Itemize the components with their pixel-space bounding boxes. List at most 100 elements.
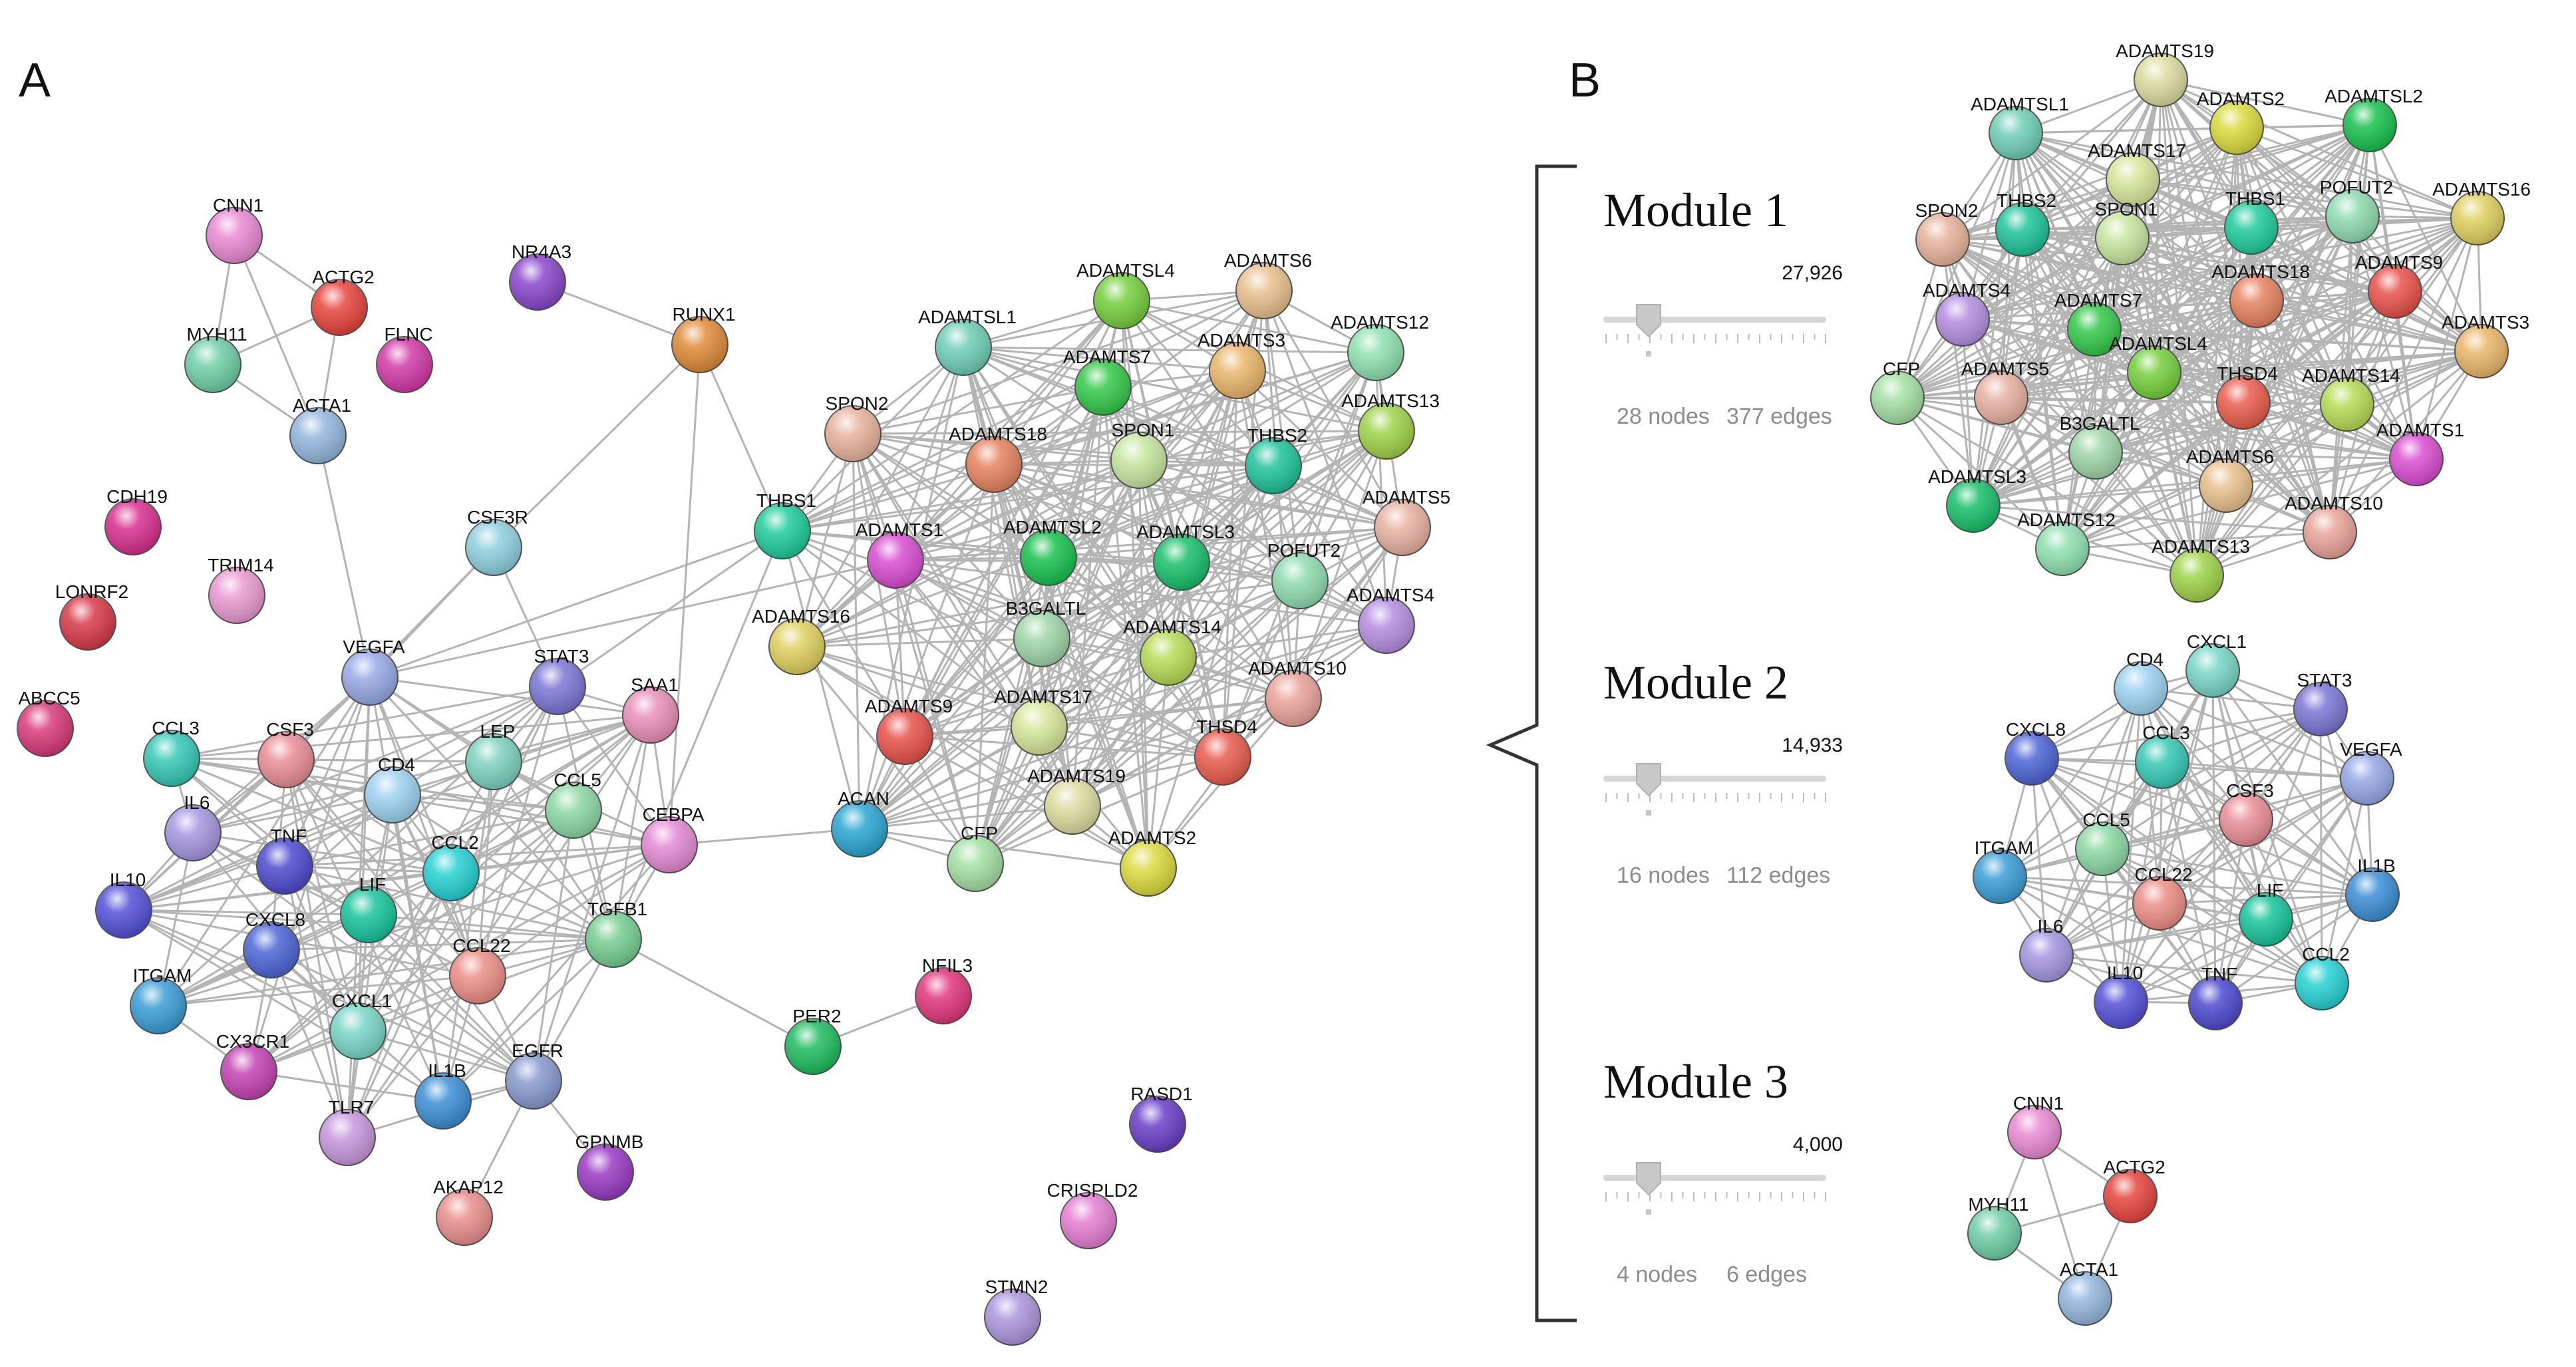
protein-node-adamts14[interactable]: ADAMTS14 <box>2302 365 2400 432</box>
protein-node-cd4[interactable]: CD4 <box>2114 649 2168 716</box>
protein-node-csf3r[interactable]: CSF3R <box>465 507 528 576</box>
protein-node-adamts17[interactable]: ADAMTS17 <box>994 686 1092 756</box>
protein-node-ccl2[interactable]: CCL2 <box>2295 944 2350 1010</box>
protein-node-adamts5[interactable]: ADAMTS5 <box>1961 359 2049 425</box>
protein-node-cxcl8[interactable]: CXCL8 <box>2005 719 2066 786</box>
protein-node-adamtsl3[interactable]: ADAMTSL3 <box>1136 522 1235 591</box>
protein-node-gpnmb[interactable]: GPNMB <box>575 1132 644 1201</box>
protein-node-myh11[interactable]: MYH11 <box>1967 1194 2029 1261</box>
protein-node-ccl22[interactable]: CCL22 <box>2132 864 2193 931</box>
protein-node-cdh19[interactable]: CDH19 <box>104 486 168 555</box>
protein-node-adamtsl1[interactable]: ADAMTSL1 <box>918 307 1017 376</box>
protein-node-il6[interactable]: IL6 <box>164 792 222 861</box>
protein-node-ccl3[interactable]: CCL3 <box>143 718 200 787</box>
protein-node-adamts17[interactable]: ADAMTS17 <box>2088 140 2186 207</box>
protein-node-pofut2[interactable]: POFUT2 <box>1267 540 1341 609</box>
protein-node-lep[interactable]: LEP <box>465 721 522 790</box>
protein-node-il10[interactable]: IL10 <box>95 869 152 939</box>
protein-node-flnc[interactable]: FLNC <box>376 324 433 393</box>
protein-node-stat3[interactable]: STAT3 <box>529 646 589 715</box>
protein-node-ccl22[interactable]: CCL22 <box>449 935 511 1004</box>
protein-node-il6[interactable]: IL6 <box>2019 916 2074 983</box>
protein-node-cxcl1[interactable]: CXCL1 <box>2185 631 2247 698</box>
protein-node-spon1[interactable]: SPON1 <box>2095 199 2158 265</box>
protein-node-adamts7[interactable]: ADAMTS7 <box>1063 347 1151 416</box>
protein-node-egfr[interactable]: EGFR <box>505 1040 564 1110</box>
protein-node-adamts6[interactable]: ADAMTS6 <box>1224 250 1312 319</box>
protein-node-adamts12[interactable]: ADAMTS12 <box>2017 510 2116 576</box>
protein-node-ccl2[interactable]: CCL2 <box>422 832 480 901</box>
protein-node-cd4[interactable]: CD4 <box>364 754 421 824</box>
protein-node-adamts18[interactable]: ADAMTS18 <box>949 424 1047 493</box>
protein-node-vegfa[interactable]: VEGFA <box>341 637 405 706</box>
protein-node-cnn1[interactable]: CNN1 <box>206 195 263 264</box>
protein-node-lif[interactable]: LIF <box>340 874 397 943</box>
protein-node-adamtsl4[interactable]: ADAMTSL4 <box>1076 260 1175 329</box>
protein-node-thbs2[interactable]: THBS2 <box>1995 190 2056 257</box>
protein-node-tnf[interactable]: TNF <box>256 826 313 895</box>
protein-node-adamtsl4[interactable]: ADAMTSL4 <box>2109 333 2207 400</box>
protein-node-pofut2[interactable]: POFUT2 <box>2320 177 2393 243</box>
protein-node-adamts16[interactable]: ADAMTS16 <box>752 606 850 675</box>
protein-node-itgam[interactable]: ITGAM <box>130 965 192 1034</box>
protein-node-adamts2[interactable]: ADAMTS2 <box>2197 88 2285 155</box>
protein-node-spon2[interactable]: SPON2 <box>1915 200 1979 267</box>
protein-node-nfil3[interactable]: NFIL3 <box>915 955 973 1024</box>
protein-node-saa1[interactable]: SAA1 <box>622 675 679 744</box>
protein-node-cfp[interactable]: CFP <box>947 823 1004 892</box>
protein-node-il1b[interactable]: IL1B <box>2345 855 2400 922</box>
protein-node-lif[interactable]: LIF <box>2239 880 2293 947</box>
protein-node-adamtsl2[interactable]: ADAMTSL2 <box>2325 86 2423 152</box>
protein-node-acta1[interactable]: ACTA1 <box>2058 1259 2118 1326</box>
protein-node-adamts14[interactable]: ADAMTS14 <box>1123 617 1221 686</box>
protein-node-adamts19[interactable]: ADAMTS19 <box>2116 41 2214 107</box>
protein-node-adamts13[interactable]: ADAMTS13 <box>2152 536 2250 603</box>
protein-node-spon1[interactable]: SPON1 <box>1110 420 1174 489</box>
protein-node-adamts19[interactable]: ADAMTS19 <box>1027 766 1126 835</box>
protein-node-adamts4[interactable]: ADAMTS4 <box>1347 585 1434 654</box>
protein-node-adamts6[interactable]: ADAMTS6 <box>2186 446 2274 513</box>
protein-node-adamts1[interactable]: ADAMTS1 <box>856 520 943 589</box>
protein-node-adamts3[interactable]: ADAMTS3 <box>1198 330 1285 399</box>
protein-node-ccl3[interactable]: CCL3 <box>2135 722 2190 789</box>
protein-node-trim14[interactable]: TRIM14 <box>208 555 274 624</box>
module-threshold-slider[interactable] <box>1603 304 1826 357</box>
protein-node-adamts10[interactable]: ADAMTS10 <box>2285 493 2383 559</box>
protein-node-adamts10[interactable]: ADAMTS10 <box>1248 658 1347 727</box>
protein-node-acta1[interactable]: ACTA1 <box>289 395 351 464</box>
module-threshold-slider[interactable] <box>1603 1162 1826 1215</box>
protein-node-cxcl1[interactable]: CXCL1 <box>329 990 392 1060</box>
protein-node-adamts12[interactable]: ADAMTS12 <box>1331 312 1429 381</box>
protein-node-adamts3[interactable]: ADAMTS3 <box>2442 312 2529 379</box>
protein-node-adamts9[interactable]: ADAMTS9 <box>865 696 953 765</box>
protein-node-adamts4[interactable]: ADAMTS4 <box>1923 280 2011 347</box>
protein-node-akap12[interactable]: AKAP12 <box>433 1177 504 1246</box>
protein-node-stat3[interactable]: STAT3 <box>2293 670 2352 736</box>
protein-node-cebpa[interactable]: CEBPA <box>641 804 705 873</box>
protein-node-acan[interactable]: ACAN <box>831 788 889 857</box>
protein-node-abcc5[interactable]: ABCC5 <box>17 688 80 757</box>
slider-handle[interactable] <box>1636 1162 1661 1196</box>
protein-node-thsd4[interactable]: THSD4 <box>1194 716 1257 786</box>
protein-node-nr4a3[interactable]: NR4A3 <box>509 241 571 311</box>
protein-node-runx1[interactable]: RUNX1 <box>671 304 735 373</box>
protein-node-stmn2[interactable]: STMN2 <box>984 1277 1048 1346</box>
protein-node-thbs1[interactable]: THBS1 <box>754 490 816 559</box>
protein-node-adamtsl3[interactable]: ADAMTSL3 <box>1928 466 2026 533</box>
protein-node-adamts5[interactable]: ADAMTS5 <box>1363 487 1450 556</box>
protein-node-csf3[interactable]: CSF3 <box>257 719 315 788</box>
protein-node-crispld2[interactable]: CRISPLD2 <box>1047 1180 1138 1249</box>
protein-node-b3galtl[interactable]: B3GALTL <box>1006 598 1086 667</box>
protein-node-tgfb1[interactable]: TGFB1 <box>585 899 647 968</box>
protein-node-adamts7[interactable]: ADAMTS7 <box>2054 290 2142 357</box>
protein-node-tnf[interactable]: TNF <box>2188 964 2243 1030</box>
protein-node-csf3[interactable]: CSF3 <box>2219 780 2274 847</box>
protein-node-thbs2[interactable]: THBS2 <box>1245 425 1307 494</box>
protein-node-adamts18[interactable]: ADAMTS18 <box>2211 261 2310 328</box>
protein-node-cx3cr1[interactable]: CX3CR1 <box>216 1031 289 1100</box>
protein-node-cfp[interactable]: CFP <box>1870 359 1925 425</box>
protein-node-adamtsl2[interactable]: ADAMTSL2 <box>1003 517 1102 586</box>
protein-node-adamtsl1[interactable]: ADAMTSL1 <box>1971 94 2069 160</box>
slider-handle[interactable] <box>1636 304 1661 338</box>
protein-node-actg2[interactable]: ACTG2 <box>2103 1157 2166 1223</box>
